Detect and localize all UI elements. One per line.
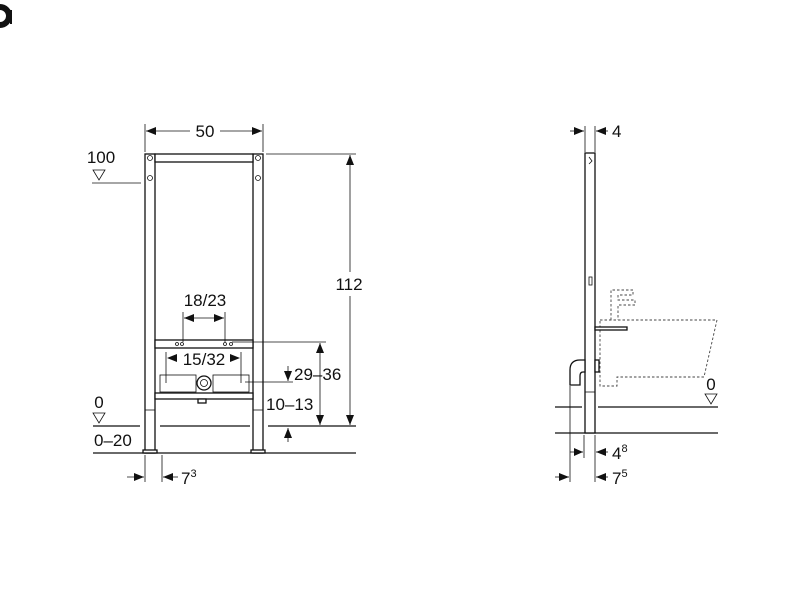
level-zero-label: 0 [94, 393, 103, 412]
frame-lower-bar [154, 392, 254, 400]
bidet-outline [599, 319, 718, 387]
front-view: 50 112 100 0 0–20 18/23 15/32 29–36 10–1… [87, 122, 363, 488]
level-marker-icon [92, 412, 106, 424]
dim-spacing-upper: 18/23 [184, 291, 227, 310]
drain-elbow [569, 359, 586, 386]
dim-offset-inner: 48 [612, 443, 628, 463]
frame-top-bar [154, 153, 254, 163]
brand-logo [0, 4, 12, 28]
level-zero-label: 0 [706, 375, 715, 394]
dim-foot-offset: 73 [181, 468, 197, 488]
dim-height-upper: 29–36 [294, 365, 341, 384]
frame-side-upright [584, 152, 596, 434]
dim-depth: 4 [612, 122, 621, 141]
dim-height: 112 [335, 275, 362, 294]
drain-connection [196, 375, 212, 391]
mounting-plate-left [159, 374, 197, 393]
mounting-plate-right [212, 374, 250, 393]
dim-width: 50 [196, 122, 215, 141]
floor-range-label: 0–20 [94, 431, 132, 450]
tap-outline [610, 289, 636, 320]
side-view: 4 0 48 75 [555, 122, 718, 488]
level-top-label: 100 [87, 148, 115, 167]
dim-height-lower: 10–13 [266, 395, 313, 414]
dim-spacing-lower: 15/32 [183, 350, 226, 369]
frame-left-upright [144, 153, 156, 454]
dim-offset-outer: 75 [612, 468, 628, 488]
frame-right-upright [252, 153, 264, 454]
frame-cross-bar [154, 339, 254, 349]
level-marker-icon [92, 169, 106, 181]
level-marker-icon [704, 393, 718, 405]
mounting-bolt [594, 326, 628, 331]
